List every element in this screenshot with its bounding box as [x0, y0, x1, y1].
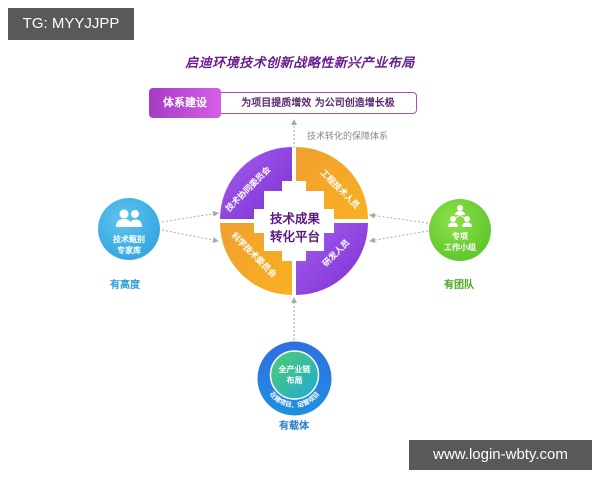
- guarantee-label: 技术转化的保障体系: [307, 132, 389, 142]
- system-bar: 体系建设 为项目提质增效 为公司创造增长极: [149, 88, 419, 118]
- node-task-team: 专项 工作小组: [429, 199, 491, 261]
- segment-top-right: [296, 147, 368, 219]
- node-expert-pool: 技术甄别 专家库: [98, 198, 160, 260]
- segment-bottom-right: [296, 223, 368, 295]
- watermark-top-left: TG: MYYJJPP: [8, 8, 134, 40]
- caption-left: 有高度: [110, 280, 140, 291]
- team-hierarchy-icon: [448, 205, 472, 227]
- system-tag: 体系建设: [149, 88, 221, 118]
- node-industry-chain: 全产业链 布局 在建项目、运营项目: [257, 341, 332, 416]
- caption-bottom: 有载体: [279, 421, 309, 432]
- platform-ring: 技术协同委员会 工程技术人员 研发人员 科学技术委员会: [220, 147, 368, 295]
- segment-top-left: [220, 147, 292, 219]
- svg-text:全产业链: 全产业链: [278, 364, 312, 374]
- segment-bottom-left: [220, 223, 292, 295]
- watermark-bottom-right: www.login-wbty.com: [409, 440, 592, 470]
- caption-right: 有团队: [444, 280, 474, 291]
- people-icon: [116, 209, 142, 227]
- diagram-title: 启迪环境技术创新战略性新兴产业布局: [185, 56, 415, 71]
- center-text: 技术成果 转化平台: [269, 211, 320, 244]
- svg-text:布局: 布局: [286, 375, 303, 385]
